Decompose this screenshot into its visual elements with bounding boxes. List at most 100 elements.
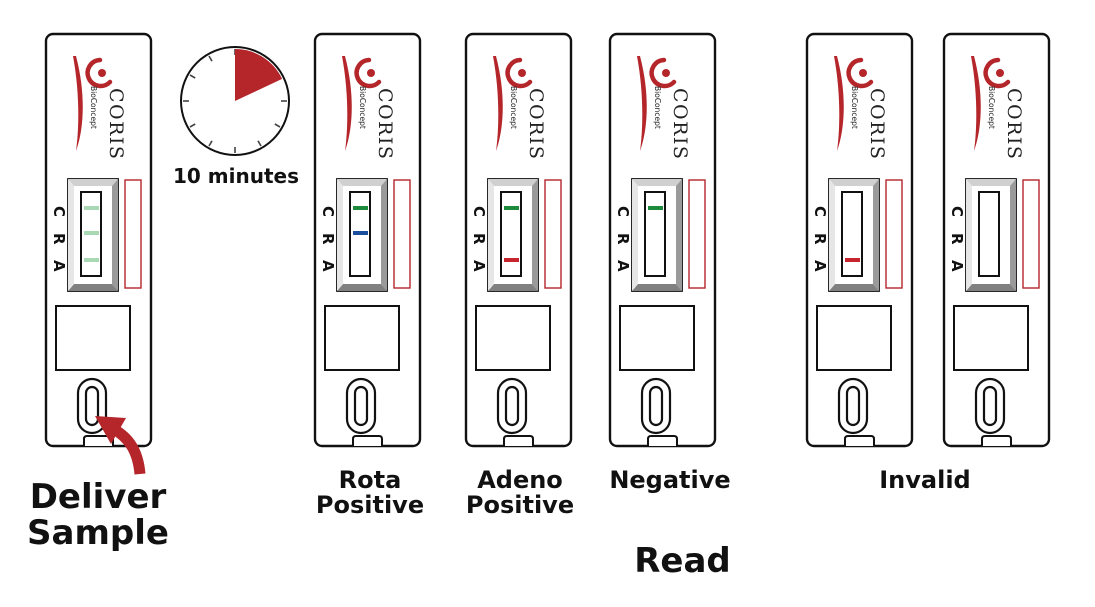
coris-logo [846, 57, 874, 89]
sample-pad [475, 305, 551, 371]
window-letter-c: C [614, 206, 632, 217]
bevel-bottom [966, 284, 1016, 291]
test-line-r [84, 231, 99, 235]
timer-tick [274, 123, 281, 128]
sample-word: Sample [27, 512, 169, 553]
brand-name: CORIS [105, 88, 127, 160]
sample-well-inner [648, 385, 664, 427]
test-line-c [504, 206, 519, 210]
sample-well-inner [982, 385, 998, 427]
brand-sub: BioConcept [89, 86, 98, 129]
cassette-notch [352, 435, 383, 446]
brand-sub: BioConcept [850, 86, 859, 129]
logo-dot [662, 69, 670, 77]
logo-arc [983, 57, 1011, 89]
logo-swoosh [493, 56, 503, 151]
bevel-left [337, 179, 343, 291]
deliver-word: Deliver [29, 477, 167, 517]
sample-well-inner [84, 385, 100, 427]
window-letter-r: R [50, 233, 68, 245]
logo-arc [85, 57, 113, 89]
cassette-label-negative: Negative [590, 466, 750, 494]
bevel-bottom [337, 284, 387, 291]
bevel-bottom [829, 284, 879, 291]
window-letter-r: R [319, 233, 337, 245]
logo-dot [518, 69, 526, 77]
sample-pad [55, 305, 131, 371]
logo-swoosh [971, 56, 981, 151]
bevel-left [829, 179, 835, 291]
bevel-top [68, 179, 118, 186]
logo-swoosh [342, 56, 352, 151]
window-letter-a: A [319, 260, 337, 272]
window-letter-r: R [470, 233, 488, 245]
logo-dot [367, 69, 375, 77]
timer-tick [189, 123, 196, 128]
timer-label: 10 minutes [173, 164, 299, 188]
logo-dot [859, 69, 867, 77]
bevel-top [829, 179, 879, 186]
logo-dot [98, 69, 106, 77]
test-line-a [504, 258, 519, 262]
bevel-left [488, 179, 494, 291]
bevel-left [966, 179, 972, 291]
brand-sub: BioConcept [358, 86, 367, 129]
timer-tick [189, 74, 196, 79]
bevel-top [632, 179, 682, 186]
cassette-label-adeno: Adeno Positive [450, 466, 590, 520]
window-letter-r: R [948, 233, 966, 245]
window-letter-a: A [614, 260, 632, 272]
window-letter-a: A [50, 260, 68, 272]
label-line-1: Negative [609, 466, 731, 494]
cassette-notch [844, 435, 875, 446]
bevel-right [676, 179, 682, 291]
cassette-notch [647, 435, 678, 446]
brand-name: CORIS [525, 88, 547, 160]
bevel-bottom [68, 284, 118, 291]
bevel-top [488, 179, 538, 186]
brand-name: CORIS [866, 88, 888, 160]
bevel-top [966, 179, 1016, 186]
logo-dot [996, 69, 1004, 77]
logo-swoosh [637, 56, 647, 151]
cassette-notch [503, 435, 534, 446]
test-line-c [353, 206, 368, 210]
test-line-a [845, 258, 860, 262]
sample-pad [619, 305, 695, 371]
bevel-right [873, 179, 879, 291]
label-box [885, 179, 903, 289]
window-letter-a: A [470, 260, 488, 272]
coris-logo [983, 57, 1011, 89]
bevel-right [1010, 179, 1016, 291]
arrow-head [95, 416, 126, 444]
coris-logo [649, 57, 677, 89]
window-letter-a: A [948, 260, 966, 272]
brand-name: CORIS [1003, 88, 1025, 160]
read-label: Read [634, 541, 731, 581]
label-line-2: Positive [465, 491, 575, 520]
bevel-top [337, 179, 387, 186]
timer-dial [180, 46, 290, 156]
sample-well-inner [504, 385, 520, 427]
coris-logo [85, 57, 113, 89]
logo-arc [505, 57, 533, 89]
brand-sub: BioConcept [987, 86, 996, 129]
logo-arc [649, 57, 677, 89]
bevel-bottom [488, 284, 538, 291]
sample-pad [816, 305, 892, 371]
window-strip [500, 191, 522, 277]
test-line-r [353, 231, 368, 235]
label-line-2: Positive [315, 491, 425, 520]
timer-elapsed-wedge [235, 48, 283, 101]
bevel-right [381, 179, 387, 291]
label-line-1: Adeno [477, 466, 563, 494]
brand-name: CORIS [374, 88, 396, 160]
test-line-a [84, 258, 99, 262]
label-box [1022, 179, 1040, 289]
